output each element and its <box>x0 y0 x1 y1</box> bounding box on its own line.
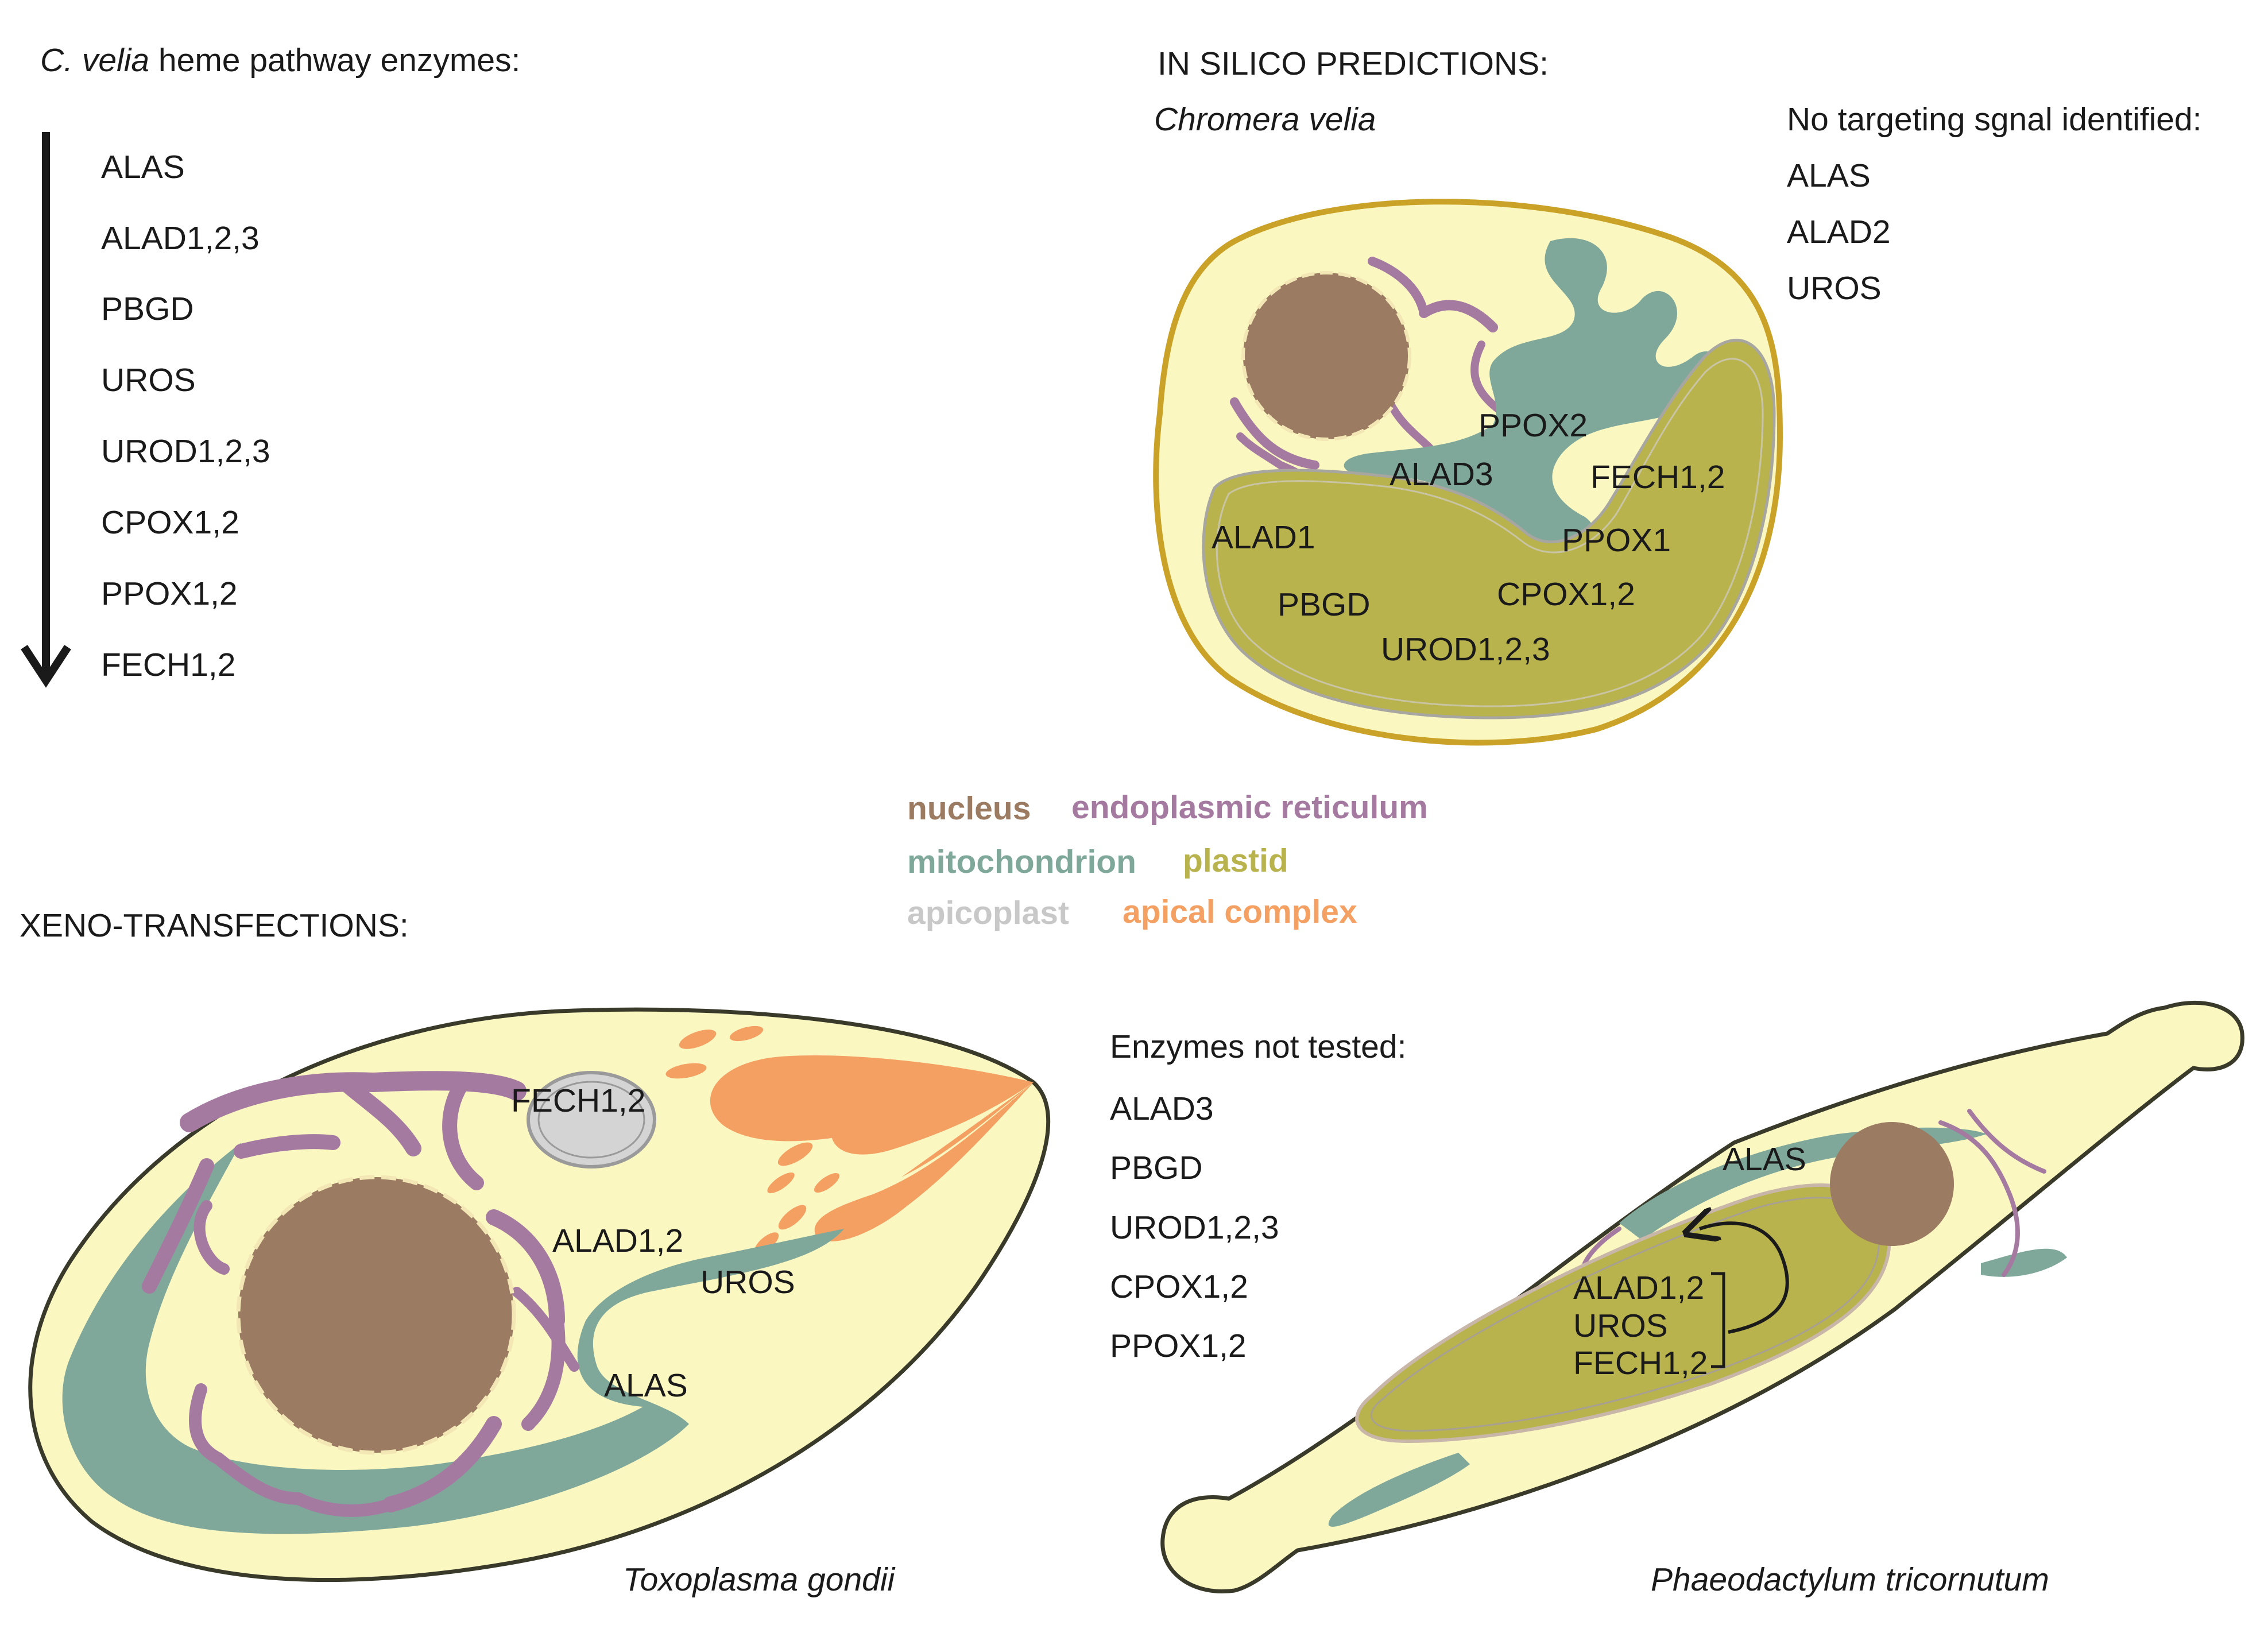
chromera-label-alad1: ALAD1 <box>1212 519 1315 556</box>
chromera-label-fech: FECH1,2 <box>1590 459 1725 496</box>
toxoplasma-label-alad: ALAD1,2 <box>552 1222 683 1259</box>
toxoplasma-label-fech: FECH1,2 <box>511 1082 645 1119</box>
phaeodactylum-plastid <box>1355 1183 1891 1444</box>
phaeodactylum-bracket <box>1711 1272 1725 1368</box>
not-tested-item: CPOX1,2 <box>1110 1268 1248 1305</box>
chromera-label-urod: UROD1,2,3 <box>1381 631 1550 668</box>
pathway-panel: C. velia heme pathway enzymes: ALAS ALAD… <box>21 42 520 688</box>
chromera-label-alad3: ALAD3 <box>1390 456 1493 493</box>
pathway-step: ALAD1,2,3 <box>101 220 260 257</box>
legend-er: endoplasmic reticulum <box>1071 789 1428 826</box>
no-signal-item: ALAS <box>1787 157 1871 194</box>
pathway-step: CPOX1,2 <box>101 504 239 541</box>
pathway-step: PPOX1,2 <box>101 575 238 612</box>
pathway-arrow-head <box>21 645 71 688</box>
toxoplasma-er <box>142 1071 579 1517</box>
not-tested-panel: Enzymes not tested: ALAD3 PBGD UROD1,2,3… <box>1110 1028 1406 1364</box>
xeno-heading: XENO-TRANSFECTIONS: <box>20 907 409 944</box>
phaeodactylum-nucleus <box>1830 1122 1954 1246</box>
phaeodactylum-er <box>1582 1109 2046 1277</box>
not-tested-item: PBGD <box>1110 1150 1203 1186</box>
pathway-heading-rest: heme pathway enzymes: <box>149 42 520 79</box>
pathway-step: UROS <box>101 362 196 398</box>
pathway-step: FECH1,2 <box>101 647 235 683</box>
legend-nucleus: nucleus <box>907 790 1031 827</box>
chromera-label-ppox2: PPOX2 <box>1479 407 1588 444</box>
legend-apical-complex: apical complex <box>1123 893 1357 930</box>
chromera-mitochondrion <box>1344 238 1725 558</box>
phaeodactylum-label-alas: ALAS <box>1723 1141 1806 1178</box>
phaeodactylum-label-uros: UROS <box>1573 1307 1668 1344</box>
phaeodactylum-species: Phaeodactylum tricornutum <box>1651 1561 2049 1598</box>
phaeodactylum-label-fech: FECH1,2 <box>1573 1345 1708 1382</box>
insilico-heading: IN SILICO PREDICTIONS: <box>1158 45 1549 82</box>
no-signal-item: ALAD2 <box>1787 214 1891 250</box>
legend-apicoplast: apicoplast <box>907 895 1069 931</box>
chromera-plastid <box>1202 339 1776 719</box>
toxoplasma-species: Toxoplasma gondii <box>623 1561 896 1598</box>
insilico-species: Chromera velia <box>1154 101 1376 138</box>
phaeodactylum-plastid-inner <box>1371 1197 1880 1432</box>
not-tested-item: ALAD3 <box>1110 1090 1214 1127</box>
legend-plastid: plastid <box>1183 842 1288 879</box>
chromera-label-ppox1: PPOX1 <box>1562 522 1671 559</box>
no-signal-heading: No targeting sgnal identified: <box>1787 101 2201 138</box>
toxoplasma-apical-complex <box>665 1026 1034 1254</box>
pathway-step: ALAS <box>101 149 185 185</box>
phaeodactylum-curved-arrow <box>1700 1223 1789 1334</box>
chromera-plastid-inner <box>1216 358 1764 707</box>
toxoplasma-mitochondrion <box>62 1143 845 1534</box>
toxoplasma-panel: FECH1,2 ALAD1,2 UROS ALAS Toxoplasma gon… <box>28 1007 1051 1598</box>
not-tested-item: UROD1,2,3 <box>1110 1209 1279 1246</box>
pathway-step: PBGD <box>101 291 194 327</box>
toxoplasma-apicoplast-membrane <box>537 1081 645 1159</box>
toxoplasma-label-alas: ALAS <box>604 1367 688 1404</box>
not-tested-item: PPOX1,2 <box>1110 1328 1247 1364</box>
chromera-nucleus <box>1241 271 1411 441</box>
toxoplasma-nucleus <box>236 1175 516 1455</box>
legend-mitochondrion: mitochondrion <box>907 843 1136 880</box>
phaeodactylum-label-alad: ALAD1,2 <box>1573 1270 1704 1306</box>
toxoplasma-apicoplast <box>527 1071 656 1168</box>
phaeodactylum-mitochondrion <box>1328 1127 2067 1527</box>
insilico-panel: IN SILICO PREDICTIONS: Chromera velia No… <box>1153 45 2201 746</box>
chromera-label-pbgd: PBGD <box>1278 586 1371 623</box>
not-tested-heading: Enzymes not tested: <box>1110 1028 1406 1065</box>
legend: nucleus endoplasmic reticulum mitochondr… <box>907 789 1428 931</box>
pathway-step: UROD1,2,3 <box>101 433 270 470</box>
toxoplasma-label-uros: UROS <box>700 1264 795 1301</box>
pathway-heading-species: C. velia <box>40 42 149 79</box>
pathway-heading: C. velia heme pathway enzymes: <box>40 42 520 79</box>
phaeodactylum-panel: ALAS ALAD1,2 UROS FECH1,2 Phaeodactylum … <box>1160 1000 2244 1598</box>
no-signal-item: UROS <box>1787 270 1882 307</box>
chromera-label-cpox: CPOX1,2 <box>1497 576 1635 613</box>
